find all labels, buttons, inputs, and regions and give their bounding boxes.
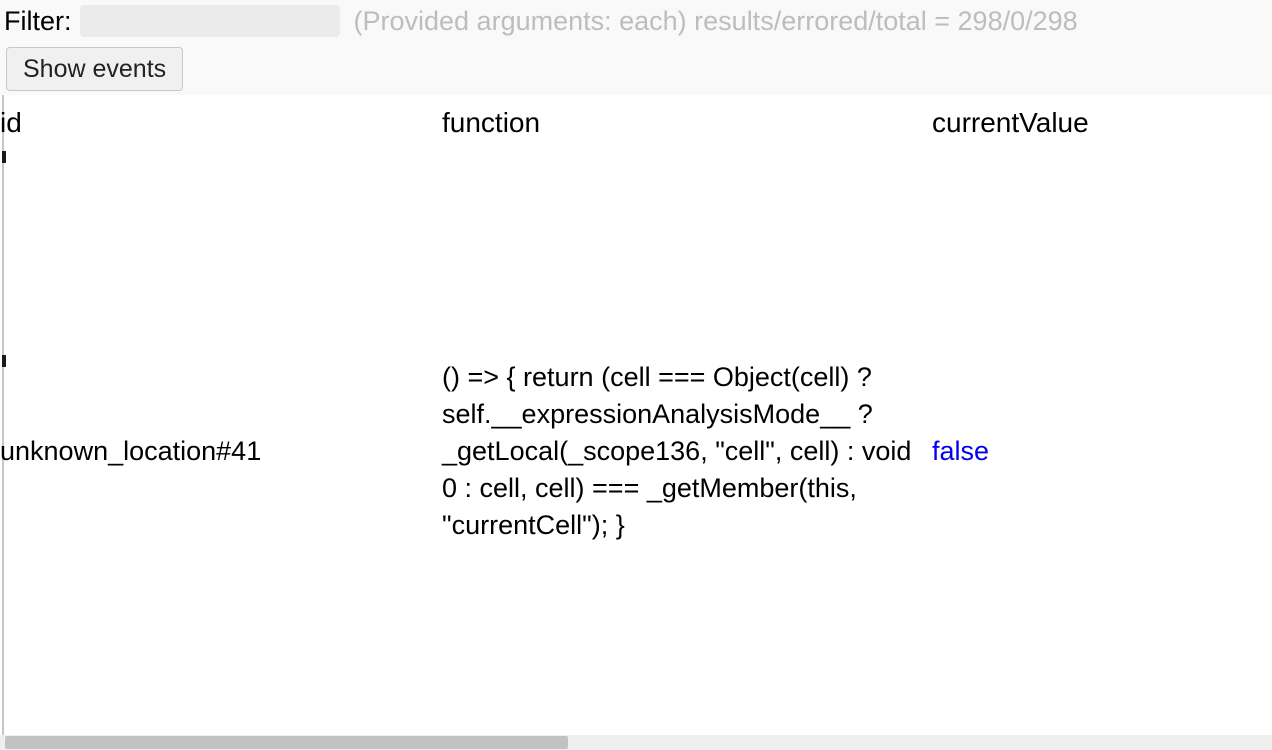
cell-id: unknown_location#41: [0, 435, 262, 466]
column-header-id[interactable]: id: [0, 107, 22, 138]
function-source: () => { return (cell === Object(cell) ? …: [442, 361, 919, 540]
filter-label: Filter:: [4, 6, 72, 36]
value-literal: false: [932, 435, 990, 466]
results-table-container: id function currentValue unknown_locatio…: [0, 95, 1272, 735]
toolbar: Filter: (Provided arguments: each) resul…: [0, 0, 1272, 95]
toolbar-filter-row: Filter: (Provided arguments: each) resul…: [0, 0, 1078, 42]
filter-input[interactable]: [79, 5, 340, 37]
results-status-text: (Provided arguments: each) results/error…: [353, 6, 1078, 36]
cell-currentvalue: false: [932, 151, 1272, 735]
results-table: id function currentValue unknown_locatio…: [0, 95, 1272, 735]
column-header-currentvalue[interactable]: currentValue: [932, 107, 1089, 138]
table-header-row: id function currentValue: [0, 95, 1272, 151]
table-row[interactable]: unknown_location#41 () => { return (cell…: [0, 151, 1272, 735]
show-events-button[interactable]: Show events: [6, 47, 184, 91]
vertical-scroll-thumb-secondary[interactable]: [2, 355, 6, 367]
vertical-scroll-thumb[interactable]: [2, 151, 6, 163]
vertical-scroll-track[interactable]: [2, 95, 6, 735]
table-body: unknown_location#41 () => { return (cell…: [0, 151, 1272, 735]
horizontal-scroll-thumb[interactable]: [5, 736, 568, 749]
table-head: id function currentValue: [0, 95, 1272, 151]
column-header-function[interactable]: function: [442, 107, 541, 138]
cell-function: () => { return (cell === Object(cell) ? …: [442, 151, 932, 735]
